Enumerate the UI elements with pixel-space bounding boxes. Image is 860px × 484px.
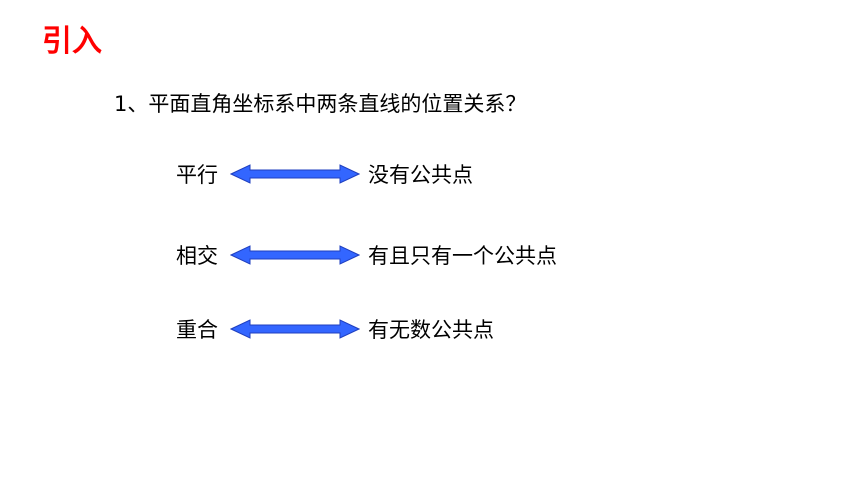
relation-row-intersect: 相交 有且只有一个公共点 (176, 238, 557, 272)
relation-row-coincide: 重合 有无数公共点 (176, 312, 494, 346)
relation-row-parallel: 平行 没有公共点 (176, 157, 473, 191)
double-headed-arrow-icon (230, 245, 360, 265)
double-headed-arrow-icon (230, 164, 360, 184)
double-headed-arrow-icon (230, 319, 360, 339)
relation-description: 没有公共点 (368, 163, 473, 187)
relation-label: 相交 (176, 244, 218, 268)
relation-description: 有且只有一个公共点 (368, 244, 557, 268)
slide-title: 引入 (42, 24, 102, 59)
relation-label: 重合 (176, 318, 218, 342)
question-text: 1、平面直角坐标系中两条直线的位置关系？ (114, 92, 527, 116)
relation-description: 有无数公共点 (368, 318, 494, 342)
relation-label: 平行 (176, 163, 218, 187)
